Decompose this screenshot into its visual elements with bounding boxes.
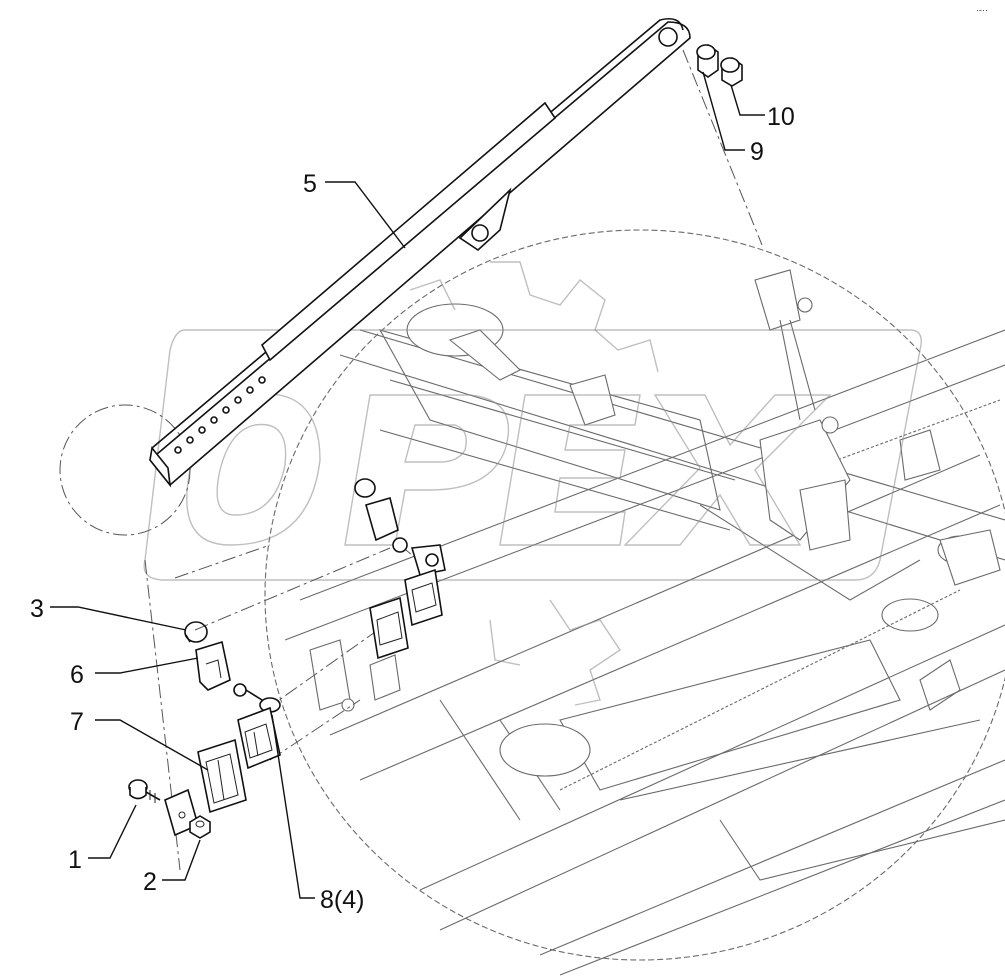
callout-2: 2 — [143, 868, 157, 896]
leader-7 — [95, 719, 209, 771]
part-3-circlip — [184, 621, 208, 643]
part-6-clip-block — [195, 640, 281, 713]
leader-5 — [325, 181, 406, 249]
callout-8: 8(4) — [320, 886, 364, 914]
callout-10: 10 — [767, 103, 795, 131]
part-7-tine-plate — [197, 738, 247, 814]
part-1-bolt — [128, 779, 161, 803]
part-10-bushing — [720, 57, 743, 87]
leader-10 — [730, 84, 765, 116]
upper-clip-assembly — [354, 478, 446, 660]
leader-6 — [95, 657, 199, 674]
leader-2 — [162, 839, 201, 881]
leader-9 — [702, 71, 745, 151]
callout-6: 6 — [70, 661, 84, 689]
callout-labels: 5 9 10 3 6 7 1 2 8(4) — [30, 103, 795, 914]
opex-watermark — [143, 261, 922, 706]
corner-mark: ·-·· — [976, 5, 988, 15]
part-8-spring-tines — [237, 706, 281, 770]
part-9-bushing — [696, 44, 719, 78]
machine-frame-background — [264, 229, 1005, 976]
leader-lines — [50, 71, 765, 899]
callout-9: 9 — [750, 138, 764, 166]
callout-5: 5 — [303, 170, 317, 198]
callout-1: 1 — [68, 846, 82, 874]
part-5-long-bar — [148, 17, 691, 488]
callout-7: 7 — [70, 708, 84, 736]
leader-8 — [271, 714, 315, 899]
part-2-nut — [189, 815, 211, 839]
leader-1 — [88, 804, 137, 859]
callout-3: 3 — [30, 595, 44, 623]
leader-3 — [50, 606, 187, 631]
